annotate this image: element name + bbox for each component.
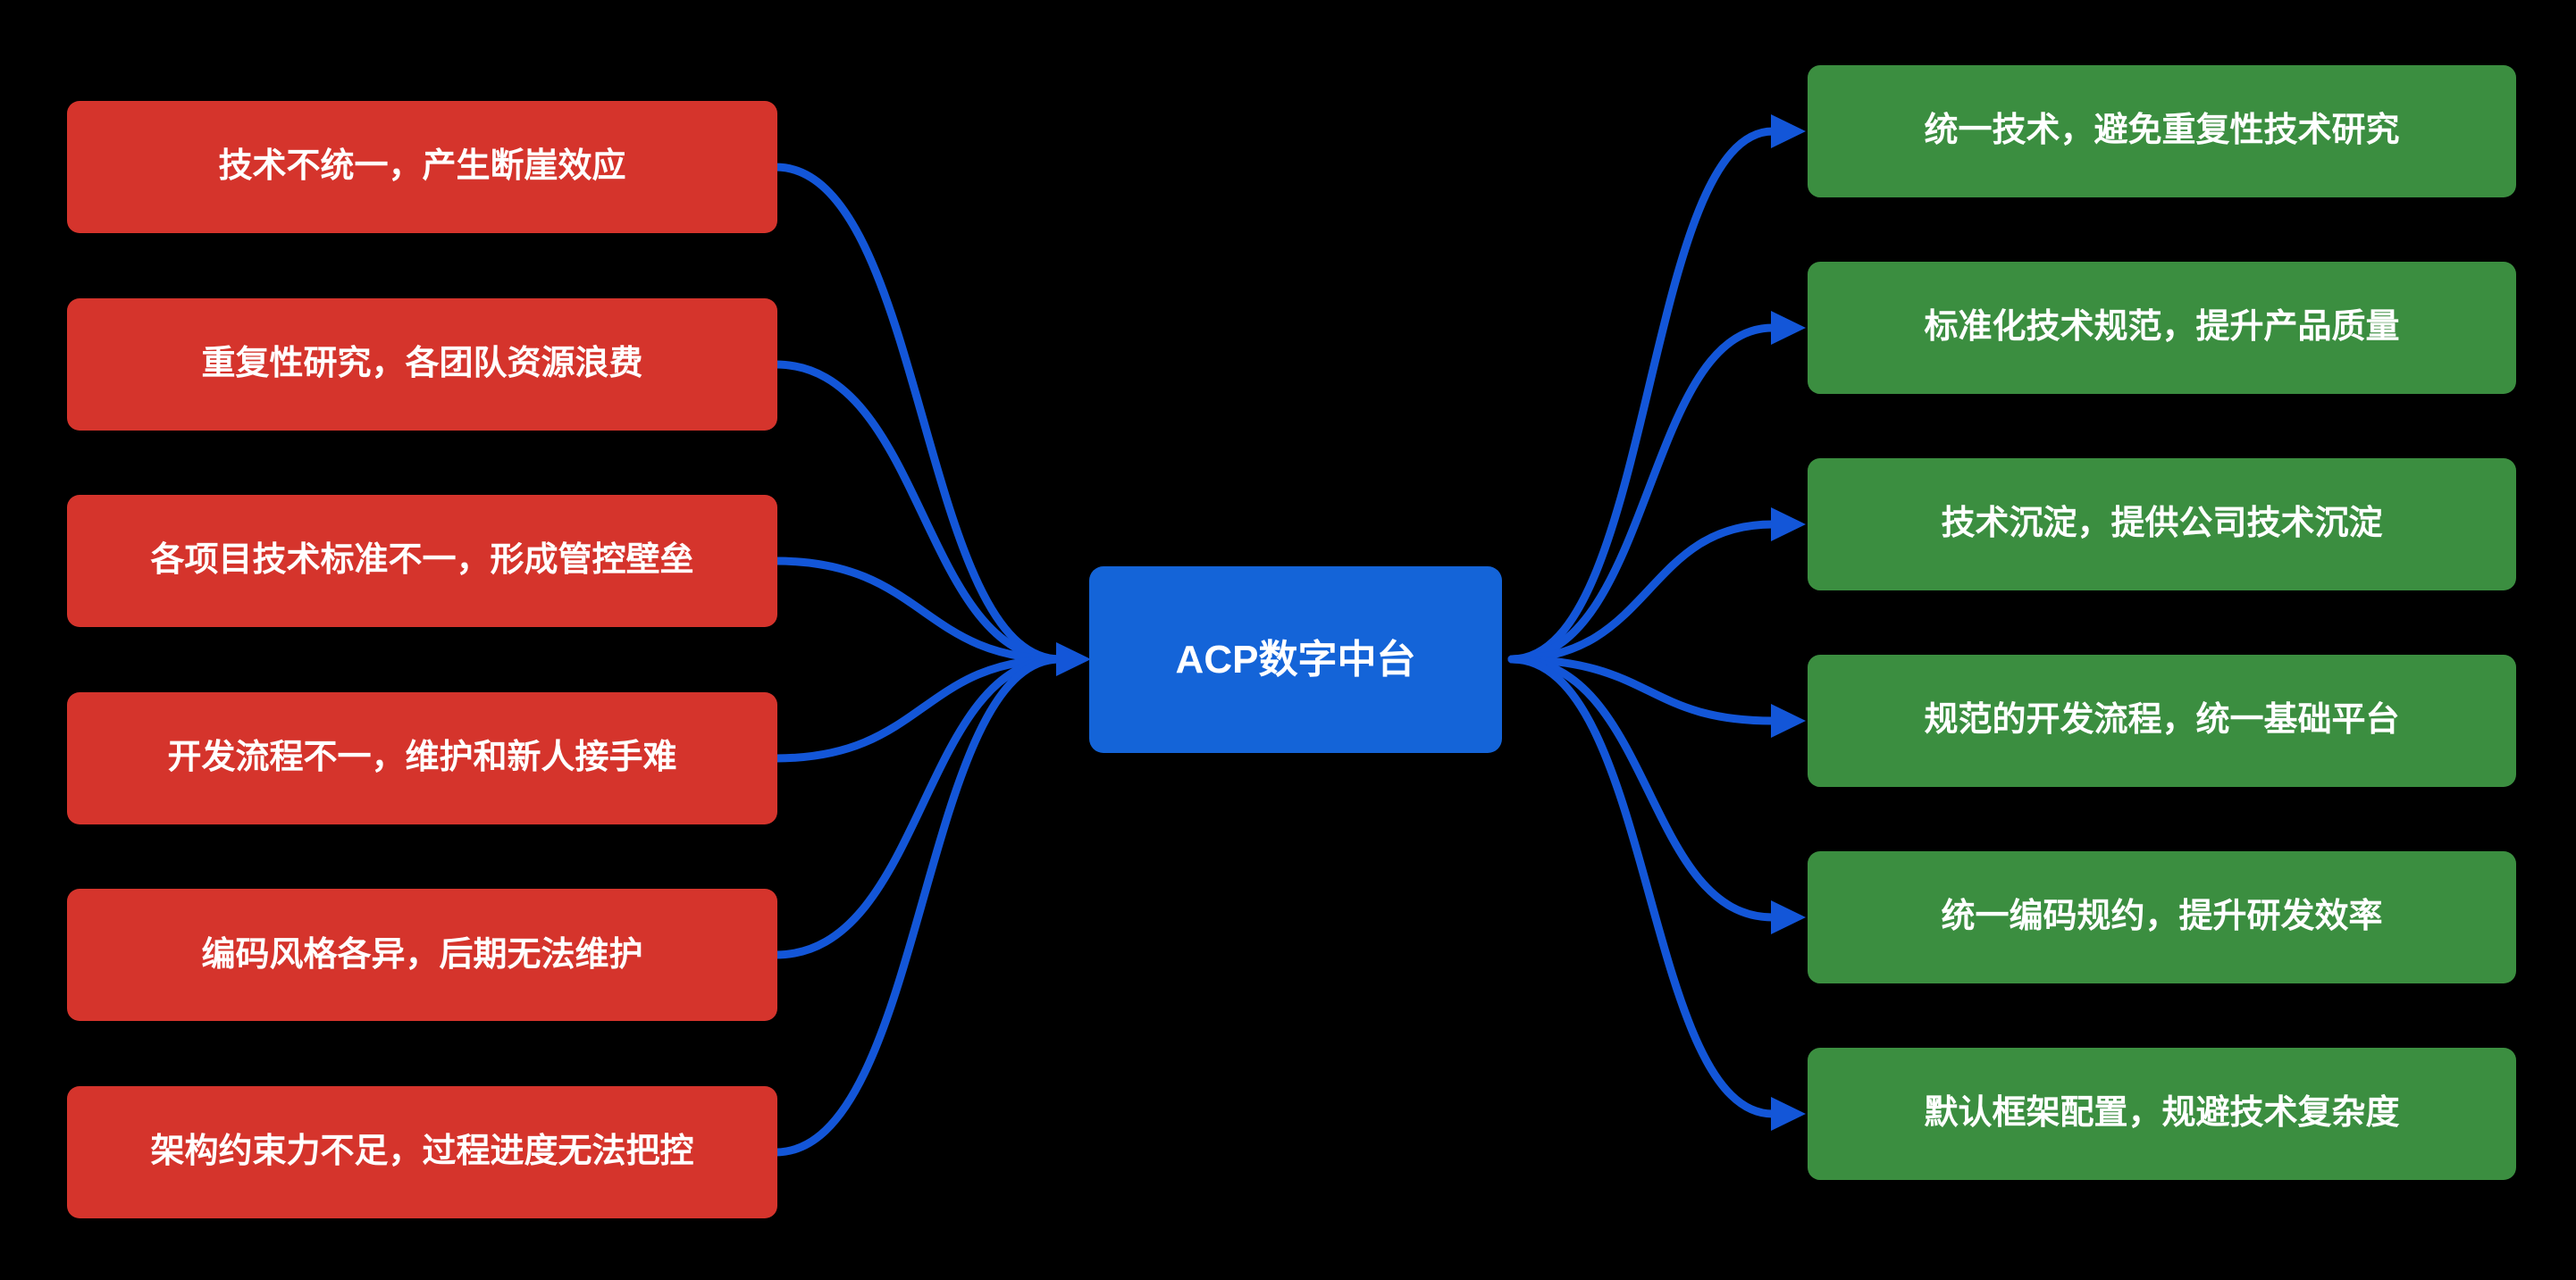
benefit-label: 标准化技术规范，提升产品质量 — [1924, 308, 2400, 347]
problem-node-6[interactable]: 架构约束力不足，过程进度无法把控 — [67, 1085, 777, 1218]
connector-curve — [1507, 127, 1777, 664]
problem-label: 技术不统一，产生断崖效应 — [218, 147, 626, 186]
connector-curve — [771, 655, 1064, 763]
benefit-node-4[interactable]: 规范的开发流程，统一基础平台 — [1808, 655, 2516, 787]
benefit-label: 规范的开发流程，统一基础平台 — [1924, 701, 2400, 740]
center-node[interactable]: ACP数字中台 — [1089, 566, 1502, 753]
connector-curve — [1507, 323, 1777, 664]
problem-label: 各项目技术标准不一，形成管控壁垒 — [150, 541, 694, 580]
problem-label: 编码风格各异，后期无法维护 — [201, 935, 643, 974]
connector-curve — [1507, 655, 1777, 1118]
arrowhead-icon — [1771, 311, 1806, 345]
connector-curve — [1507, 655, 1777, 725]
benefit-label: 技术沉淀，提供公司技术沉淀 — [1941, 505, 2383, 543]
benefit-node-6[interactable]: 默认框架配置，规避技术复杂度 — [1808, 1048, 2516, 1180]
problem-node-4[interactable]: 开发流程不一，维护和新人接手难 — [67, 691, 777, 824]
benefit-node-1[interactable]: 统一技术，避免重复性技术研究 — [1808, 65, 2516, 197]
arrowhead-icon — [1771, 507, 1806, 541]
connector-curve — [771, 655, 1064, 1157]
problem-node-2[interactable]: 重复性研究，各团队资源浪费 — [67, 297, 777, 431]
arrowhead-icon — [1771, 900, 1806, 934]
benefit-label: 统一技术，避免重复性技术研究 — [1924, 112, 2400, 150]
connector-curve — [771, 163, 1064, 664]
benefit-label: 统一编码规约，提升研发效率 — [1941, 898, 2383, 936]
center-label: ACP数字中台 — [1175, 638, 1416, 682]
benefit-node-2[interactable]: 标准化技术规范，提升产品质量 — [1808, 262, 2516, 394]
problem-label: 开发流程不一，维护和新人接手难 — [167, 739, 677, 777]
benefit-node-3[interactable]: 技术沉淀，提供公司技术沉淀 — [1808, 458, 2516, 590]
arrowhead-icon — [1056, 642, 1091, 676]
problem-node-1[interactable]: 技术不统一，产生断崖效应 — [67, 101, 777, 233]
connector-curve — [771, 655, 1064, 959]
benefits-column: 统一技术，避免重复性技术研究 标准化技术规范，提升产品质量 技术沉淀，提供公司技… — [1808, 65, 2516, 1180]
problem-node-5[interactable]: 编码风格各异，后期无法维护 — [67, 889, 777, 1022]
connector-curve — [771, 360, 1064, 664]
problems-column: 技术不统一，产生断崖效应 重复性研究，各团队资源浪费 各项目技术标准不一，形成管… — [67, 101, 777, 1218]
connector-curve — [1507, 520, 1777, 664]
arrowhead-icon — [1771, 704, 1806, 738]
problem-label: 架构约束力不足，过程进度无法把控 — [150, 1133, 694, 1171]
benefit-label: 默认框架配置，规避技术复杂度 — [1924, 1094, 2400, 1133]
problem-node-3[interactable]: 各项目技术标准不一，形成管控壁垒 — [67, 495, 777, 628]
connector-curve — [1507, 655, 1777, 922]
benefit-node-5[interactable]: 统一编码规约，提升研发效率 — [1808, 851, 2516, 983]
arrowhead-icon — [1771, 114, 1806, 148]
arrowhead-icon — [1771, 1097, 1806, 1131]
problem-label: 重复性研究，各团队资源浪费 — [201, 344, 643, 382]
connector-curve — [771, 556, 1064, 664]
